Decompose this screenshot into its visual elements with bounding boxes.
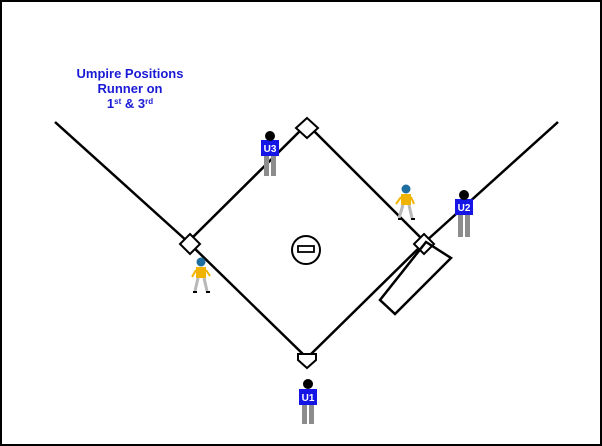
runner-on-first [396,185,415,220]
home-plate [298,354,316,368]
umpire-u2-label: U2 [458,203,471,214]
first-base-foul-line [425,122,558,242]
umpire-u3: U3 [261,131,279,176]
pitchers-mound [292,236,320,264]
umpire-u3-label: U3 [264,144,277,155]
second-base [296,118,318,138]
umpire-u2: U2 [455,190,473,237]
runner-on-third [192,258,210,293]
umpire-u1: U1 [299,379,317,424]
umpire-u1-label: U1 [302,393,315,404]
third-base-foul-line [55,122,188,242]
